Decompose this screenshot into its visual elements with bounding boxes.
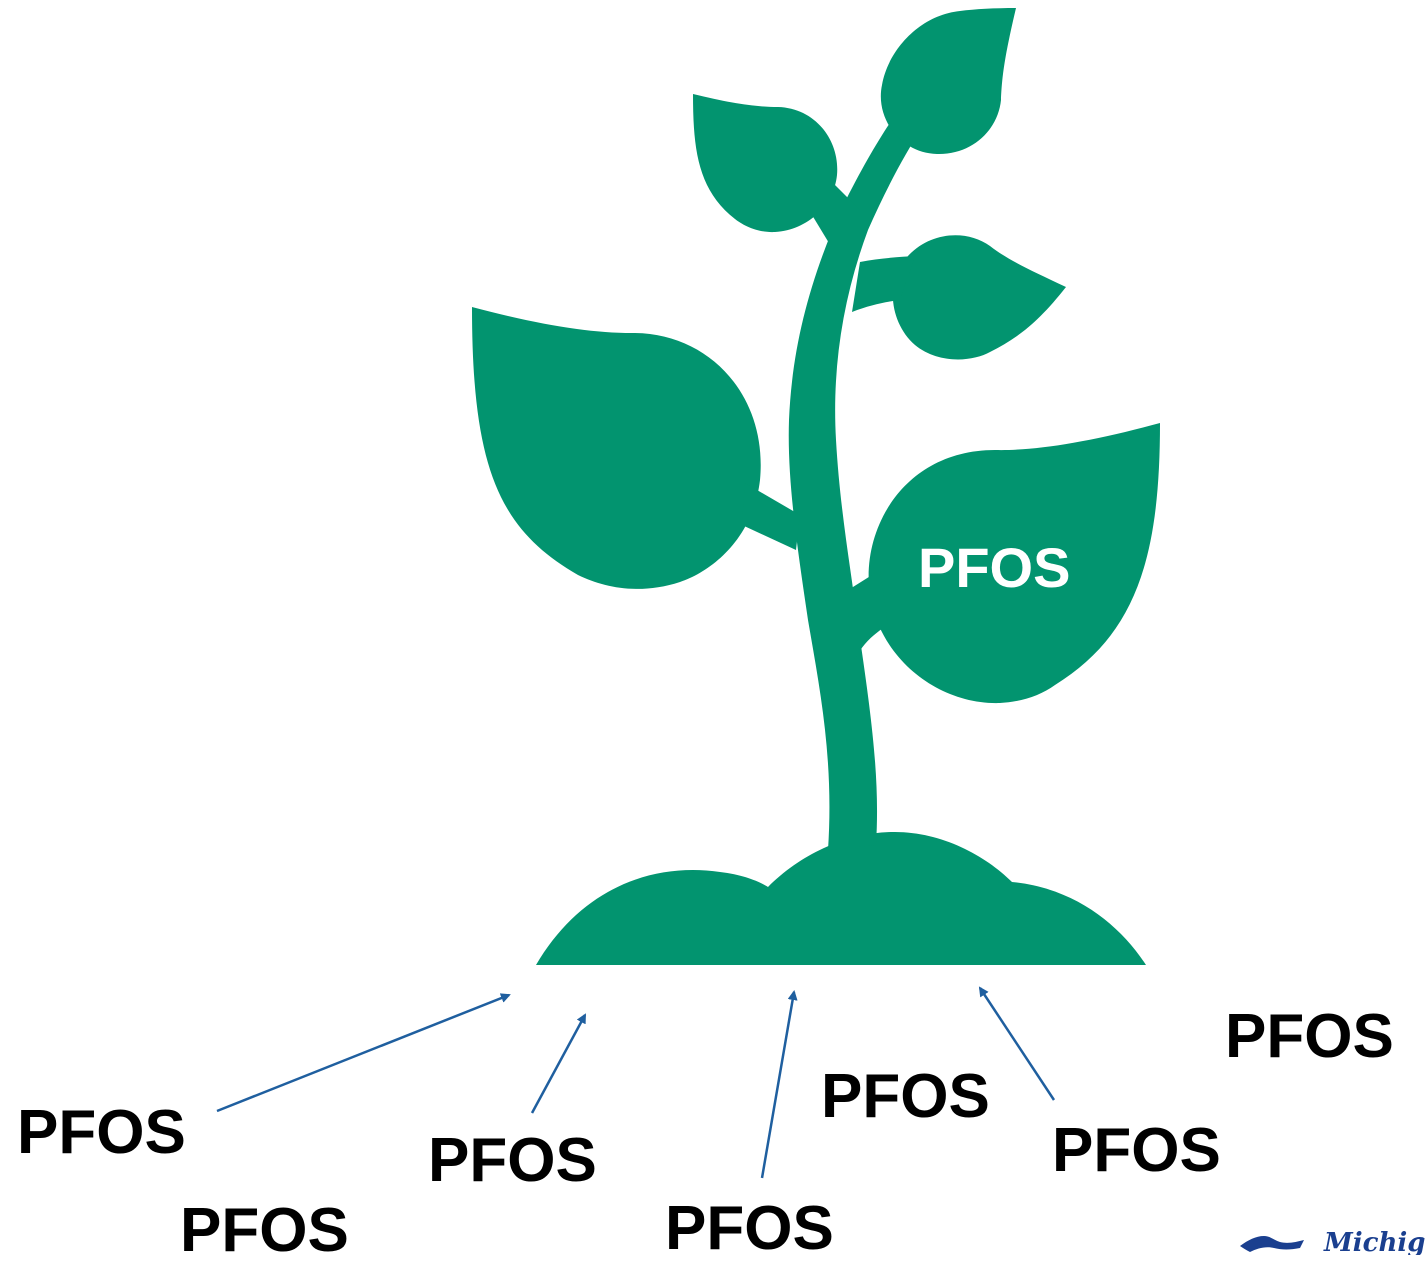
- logo-text: Michiga: [1324, 1228, 1425, 1255]
- branch-left: [742, 483, 800, 550]
- arrow-2: [530, 1013, 587, 1114]
- pfos-label-4: PFOS: [665, 1194, 834, 1263]
- pfos-label-6: PFOS: [1052, 1116, 1221, 1185]
- leaf-left-large: [472, 307, 761, 589]
- pfos-label-7: PFOS: [1225, 1002, 1394, 1071]
- michigan-mitten-icon: [1240, 1236, 1304, 1252]
- michigan-logo: Michiga: [1238, 1226, 1425, 1255]
- branch-top-left: [812, 185, 860, 248]
- leaf-pfos-label: PFOS: [918, 536, 1071, 599]
- soil-mound: [536, 831, 1146, 965]
- pfos-label-3: PFOS: [428, 1126, 597, 1195]
- leaf-right-large: [868, 423, 1160, 704]
- leaf-top: [880, 8, 1016, 155]
- pfos-label-2: PFOS: [180, 1196, 349, 1265]
- branch-right: [845, 570, 888, 660]
- pfos-label-5: PFOS: [821, 1062, 990, 1131]
- leaf-top-left: [693, 94, 838, 233]
- leaf-right-middle: [892, 235, 1066, 360]
- branch-right-middle: [852, 256, 915, 312]
- plant-icon: [472, 8, 1160, 965]
- arrow-1: [216, 993, 511, 1113]
- pfos-label-1: PFOS: [17, 1098, 186, 1167]
- arrow-3: [760, 990, 798, 1179]
- arrows: [216, 986, 1056, 1179]
- arrow-4: [978, 986, 1056, 1101]
- stem: [788, 90, 935, 850]
